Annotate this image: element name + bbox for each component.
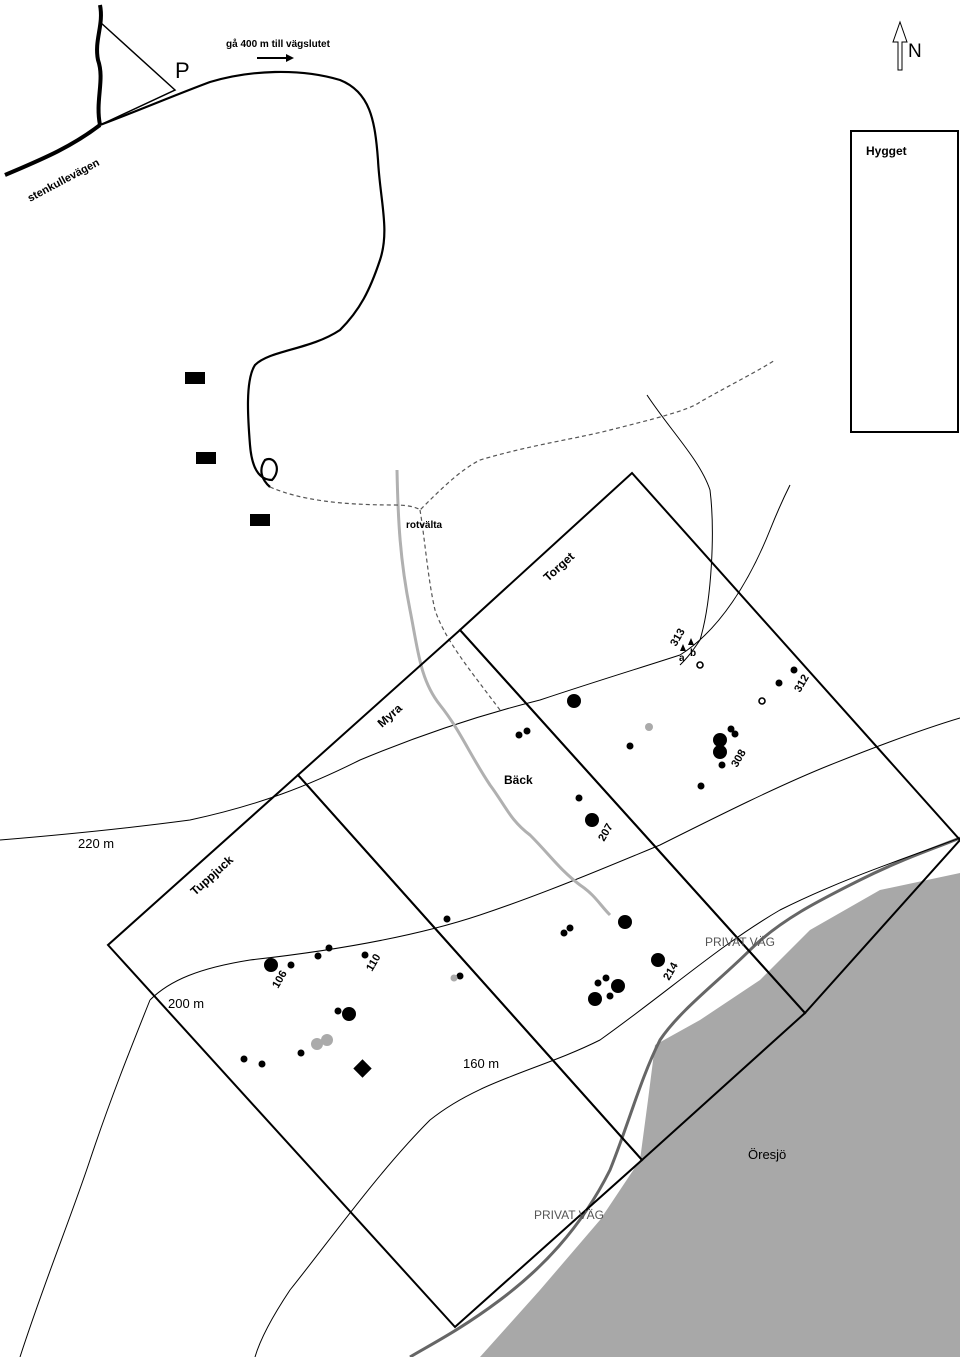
lake-label: Öresjö <box>748 1147 786 1162</box>
site-dot <box>606 992 614 1000</box>
site-106-label: 106 <box>270 969 290 991</box>
stream-line <box>395 469 612 917</box>
diamond-marker <box>353 1059 372 1078</box>
site-dot <box>567 694 581 708</box>
building-marker-2 <box>196 452 216 464</box>
north-arrow-icon <box>892 20 908 71</box>
contour-low <box>646 394 713 666</box>
site-dot <box>611 979 625 993</box>
building-marker-1 <box>185 372 205 384</box>
zone-myra-label: Myra <box>375 701 405 730</box>
direction-arrow-head-icon <box>286 54 294 62</box>
site-dot <box>325 944 333 952</box>
site-dot <box>775 679 783 687</box>
site-dot <box>566 924 574 932</box>
site-dot <box>575 794 583 802</box>
site-dot <box>594 979 602 987</box>
site-dot <box>334 1007 342 1015</box>
contour-160 <box>254 837 960 1357</box>
gray-site-dot <box>450 974 458 982</box>
private-road-label-2: PRIVAT VÄG <box>534 1208 604 1222</box>
contour-200 <box>19 999 151 1357</box>
site-dot <box>264 958 278 972</box>
site-dot <box>727 725 735 733</box>
contour-220 <box>0 654 681 841</box>
clearing-box <box>850 130 959 433</box>
contour-mid <box>149 717 960 1001</box>
stream-label: Bäck <box>504 773 533 787</box>
clearing-label: Hygget <box>866 144 907 158</box>
site-dot <box>342 1007 356 1021</box>
site-313a-label: a <box>679 653 685 664</box>
site-dot <box>585 813 599 827</box>
site-312-label: 312 <box>792 673 812 695</box>
site-dot <box>618 915 632 929</box>
site-dot <box>718 761 726 769</box>
site-dot <box>560 929 568 937</box>
site-dot <box>523 727 531 735</box>
site-214-label: 214 <box>661 960 681 983</box>
hollow-site-marker <box>758 697 766 705</box>
site-dot <box>790 666 798 674</box>
zone-myra <box>296 628 807 1162</box>
trail-dashed-south <box>419 509 501 711</box>
gray-site-dot <box>321 1034 333 1046</box>
site-dot <box>602 974 610 982</box>
hollow-site-marker <box>696 661 704 669</box>
site-308-label: 308 <box>729 748 749 770</box>
site-207-label: 207 <box>596 822 616 844</box>
access-trail <box>99 70 386 488</box>
direction-note: gå 400 m till vägslutet <box>226 38 331 50</box>
site-dot <box>258 1060 266 1068</box>
zone-tuppjuck <box>106 773 644 1329</box>
gray-site-dot <box>645 723 653 731</box>
north-label: N <box>908 41 922 62</box>
site-dot <box>626 742 634 750</box>
building-marker-3 <box>250 514 270 526</box>
contour-200-label: 200 m <box>168 996 204 1011</box>
zone-torget-label: Torget <box>541 549 577 584</box>
site-dot <box>314 952 322 960</box>
triangle-marker-a <box>680 644 686 651</box>
site-dot <box>287 961 295 969</box>
parking-label: P <box>175 58 190 83</box>
site-313b-label: b <box>690 648 696 659</box>
site-313-label: 313 <box>668 627 688 649</box>
road-name-label: stenkullevägen <box>26 157 102 205</box>
uprooted-tree-label: rotvälta <box>406 520 443 531</box>
site-dot <box>651 953 665 967</box>
parking-triangle <box>99 21 177 126</box>
site-dot <box>713 733 727 747</box>
site-dot <box>697 782 705 790</box>
private-road-label-1: PRIVAT VÄG <box>705 935 775 949</box>
site-dot <box>456 972 464 980</box>
site-dot <box>443 915 451 923</box>
site-dot <box>731 730 739 738</box>
site-dot <box>588 992 602 1006</box>
gray-site-dot <box>311 1038 323 1050</box>
site-dot <box>297 1049 305 1057</box>
contour-220-label: 220 m <box>78 836 114 851</box>
site-dot <box>713 745 727 759</box>
site-dot <box>240 1055 248 1063</box>
stenkullevagen-road <box>4 123 102 177</box>
zone-tuppjuck-label: Tuppjuck <box>188 853 237 899</box>
private-road-line <box>409 836 960 1357</box>
trail-dashed <box>269 359 776 511</box>
contour-220-east <box>679 484 791 656</box>
site-dot <box>515 731 523 739</box>
triangle-marker-b <box>688 638 694 645</box>
site-dot <box>361 951 369 959</box>
lake-oresjo <box>480 873 960 1357</box>
contour-160-label: 160 m <box>463 1056 499 1071</box>
site-markers <box>240 666 798 1068</box>
